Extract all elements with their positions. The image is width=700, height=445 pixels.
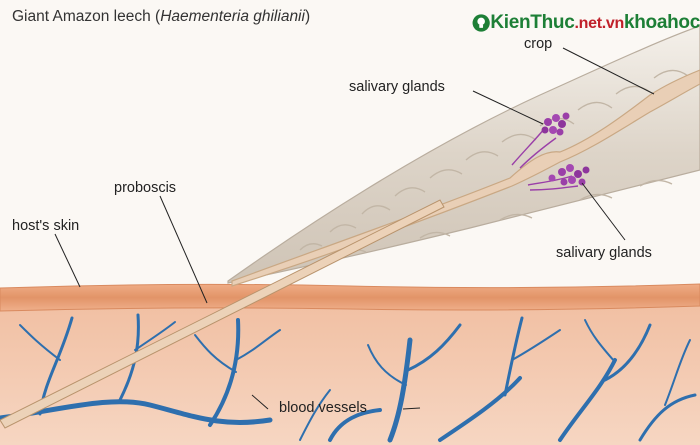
watermark-text: KienThuc.net.vnkhoahoc <box>490 12 700 34</box>
lightbulb-icon <box>472 14 490 32</box>
watermark-tld: .net.vn <box>574 15 625 32</box>
label-salivary-glands-top: salivary glands <box>349 79 445 95</box>
title-main: Giant Amazon leech ( <box>12 8 161 25</box>
salivary-glands-lower <box>527 164 590 191</box>
label-proboscis: proboscis <box>114 180 177 196</box>
label-salivary-glands-bottom: salivary glands <box>556 245 652 261</box>
salivary-glands-upper <box>511 112 570 169</box>
leech-crop <box>231 69 700 287</box>
host-skin-surface <box>0 283 700 312</box>
leader-lines <box>54 47 655 410</box>
proboscis <box>0 199 445 429</box>
leech-body <box>227 25 700 284</box>
watermark-logo: KienThuc.net.vnkhoahoc <box>472 2 700 44</box>
watermark-suffix: khoahoc <box>623 12 700 33</box>
watermark-brand: KienThuc <box>490 12 575 33</box>
blood-vessel-network <box>0 313 697 443</box>
title-close: ) <box>304 8 311 25</box>
title-species: Haementeria ghilianii <box>160 8 305 25</box>
label-hosts-skin: host's skin <box>12 218 80 234</box>
label-crop: crop <box>524 36 553 52</box>
diagram-title: Giant Amazon leech (Haementeria ghiliani… <box>12 8 310 26</box>
label-blood-vessels: blood vessels <box>279 400 367 416</box>
